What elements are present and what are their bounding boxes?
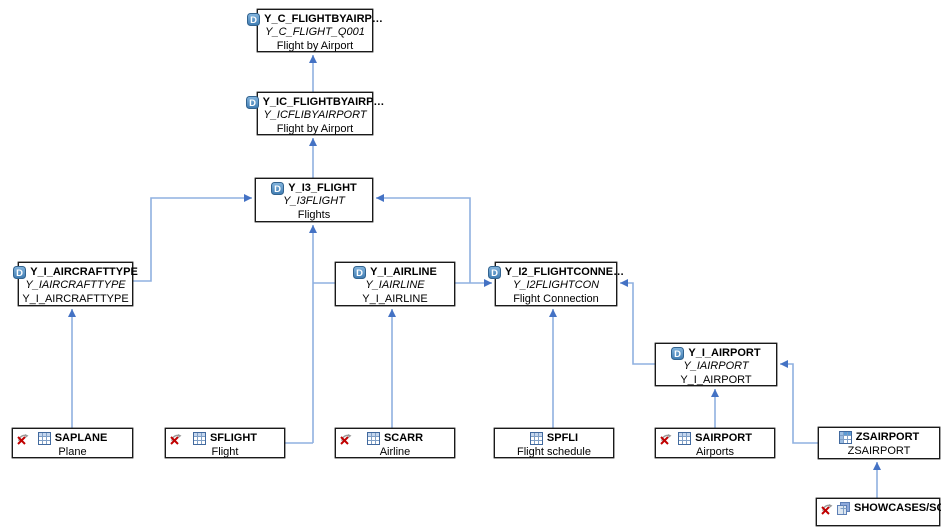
node-spfli[interactable]: SPFLI Flight schedule: [494, 428, 614, 458]
node-scarr[interactable]: SCARR Airline: [335, 428, 455, 458]
node-subtitle: Y_I3FLIGHT: [283, 195, 345, 207]
no-expand-icon: [659, 432, 674, 446]
node-title: ZSAIRPORT: [855, 431, 920, 443]
node-description: Y_I_AIRLINE: [362, 293, 428, 305]
node-subtitle: Y_IAIRCRAFTTYPE: [25, 279, 126, 291]
node-saplane[interactable]: SAPLANE Plane: [12, 428, 133, 458]
node-description: Plane: [58, 446, 87, 458]
node-description: Flight by Airport: [276, 123, 354, 135]
node-title: SPFLI: [546, 432, 579, 444]
database-table-icon: [37, 431, 51, 445]
node-title: SFLIGHT: [209, 432, 258, 444]
node-y-i3-flight[interactable]: D Y_I3_FLIGHT Y_I3FLIGHT Flights: [255, 178, 373, 222]
node-subtitle: Y_I2FLIGHTCON: [512, 279, 600, 291]
node-description: Flight by Airport: [276, 40, 354, 52]
database-table-icon: [192, 431, 206, 445]
database-table-alt-icon: [838, 430, 852, 444]
node-description: Flights: [297, 209, 331, 221]
database-table-icon: [529, 431, 543, 445]
node-description: Flight: [211, 446, 239, 458]
node-title: SAPLANE: [54, 432, 108, 444]
database-table-icon: [678, 431, 692, 445]
svg-text:D: D: [249, 98, 256, 109]
no-expand-icon: [339, 432, 354, 446]
node-description: Flight schedule: [517, 446, 591, 458]
edge-airport-to-yi2: [620, 279, 655, 365]
node-zsairport[interactable]: ZSAIRPORT ZSAIRPORT: [818, 427, 940, 459]
node-description: Airports: [696, 446, 734, 458]
node-title: Y_I_AIRPORT: [688, 347, 761, 359]
node-title: Y_I_AIRLINE: [370, 266, 437, 278]
node-subtitle: Y_IAIRLINE: [365, 279, 425, 291]
cds-view-icon: D: [353, 265, 367, 279]
node-title: SCARR: [383, 432, 424, 444]
node-subtitle: Y_C_FLIGHT_Q001: [265, 26, 365, 38]
external-view-icon: [837, 501, 850, 515]
edge-aircrafttype-to-yi3: [133, 194, 252, 282]
svg-text:D: D: [674, 349, 681, 360]
svg-text:D: D: [16, 268, 23, 279]
node-y-i2-flightconnection[interactable]: D Y_I2_FLIGHTCONNE… Y_I2FLIGHTCON Flight…: [487, 262, 624, 306]
node-title: Y_C_FLIGHTBYAIRP…: [264, 13, 383, 25]
node-y-i-airport[interactable]: D Y_I_AIRPORT Y_IAIRPORT Y_I_AIRPORT: [655, 343, 777, 386]
no-expand-icon: [820, 502, 835, 516]
node-sflight[interactable]: SFLIGHT Flight: [165, 428, 285, 458]
database-table-icon: [366, 431, 380, 445]
edge-junction-to-yi3: [376, 194, 471, 283]
node-title: Y_I3_FLIGHT: [288, 182, 357, 194]
node-description: Airline: [379, 446, 411, 458]
cds-view-icon: D: [13, 265, 27, 279]
node-title: Y_I2_FLIGHTCONNE…: [504, 266, 625, 278]
cds-view-icon: D: [247, 12, 261, 26]
node-title: Y_IC_FLIGHTBYAIRP…: [262, 96, 385, 108]
node-subtitle: Y_ICFLIBYAIRPORT: [263, 109, 367, 121]
cds-view-icon: D: [245, 95, 259, 109]
node-title: SHOWCASES/SC…: [854, 502, 941, 514]
node-description: Flight Connection: [513, 293, 599, 305]
node-description: ZSAIRPORT: [847, 445, 911, 457]
node-title: SAIRPORT: [695, 432, 752, 444]
no-expand-icon: [169, 432, 184, 446]
no-expand-icon: [16, 432, 31, 446]
node-y-ic-flightbyairport[interactable]: D Y_IC_FLIGHTBYAIRP… Y_ICFLIBYAIRPORT Fl…: [245, 92, 384, 135]
node-y-i-aircrafttype[interactable]: D Y_I_AIRCRAFTTYPE Y_IAIRCRAFTTYPE Y_I_A…: [13, 262, 138, 306]
node-showcases[interactable]: SHOWCASES/SC…: [816, 498, 941, 526]
node-y-c-flightbyairport[interactable]: D Y_C_FLIGHTBYAIRP… Y_C_FLIGHT_Q001 Flig…: [247, 9, 383, 52]
svg-text:D: D: [274, 184, 281, 195]
node-sairport[interactable]: SAIRPORT Airports: [655, 428, 775, 458]
cds-view-icon: D: [671, 346, 685, 360]
node-description: Y_I_AIRCRAFTTYPE: [22, 293, 129, 305]
svg-text:D: D: [356, 268, 363, 279]
svg-text:D: D: [491, 268, 498, 279]
node-subtitle: Y_IAIRPORT: [683, 360, 749, 372]
edge-zsairport-to-airport: [780, 360, 818, 444]
node-y-i-airline[interactable]: D Y_I_AIRLINE Y_IAIRLINE Y_I_AIRLINE: [335, 262, 455, 306]
svg-text:D: D: [250, 15, 257, 26]
cds-view-icon: D: [271, 181, 285, 195]
cds-view-icon: D: [487, 265, 501, 279]
node-description: Y_I_AIRPORT: [680, 374, 752, 386]
node-title: Y_I_AIRCRAFTTYPE: [30, 266, 138, 278]
